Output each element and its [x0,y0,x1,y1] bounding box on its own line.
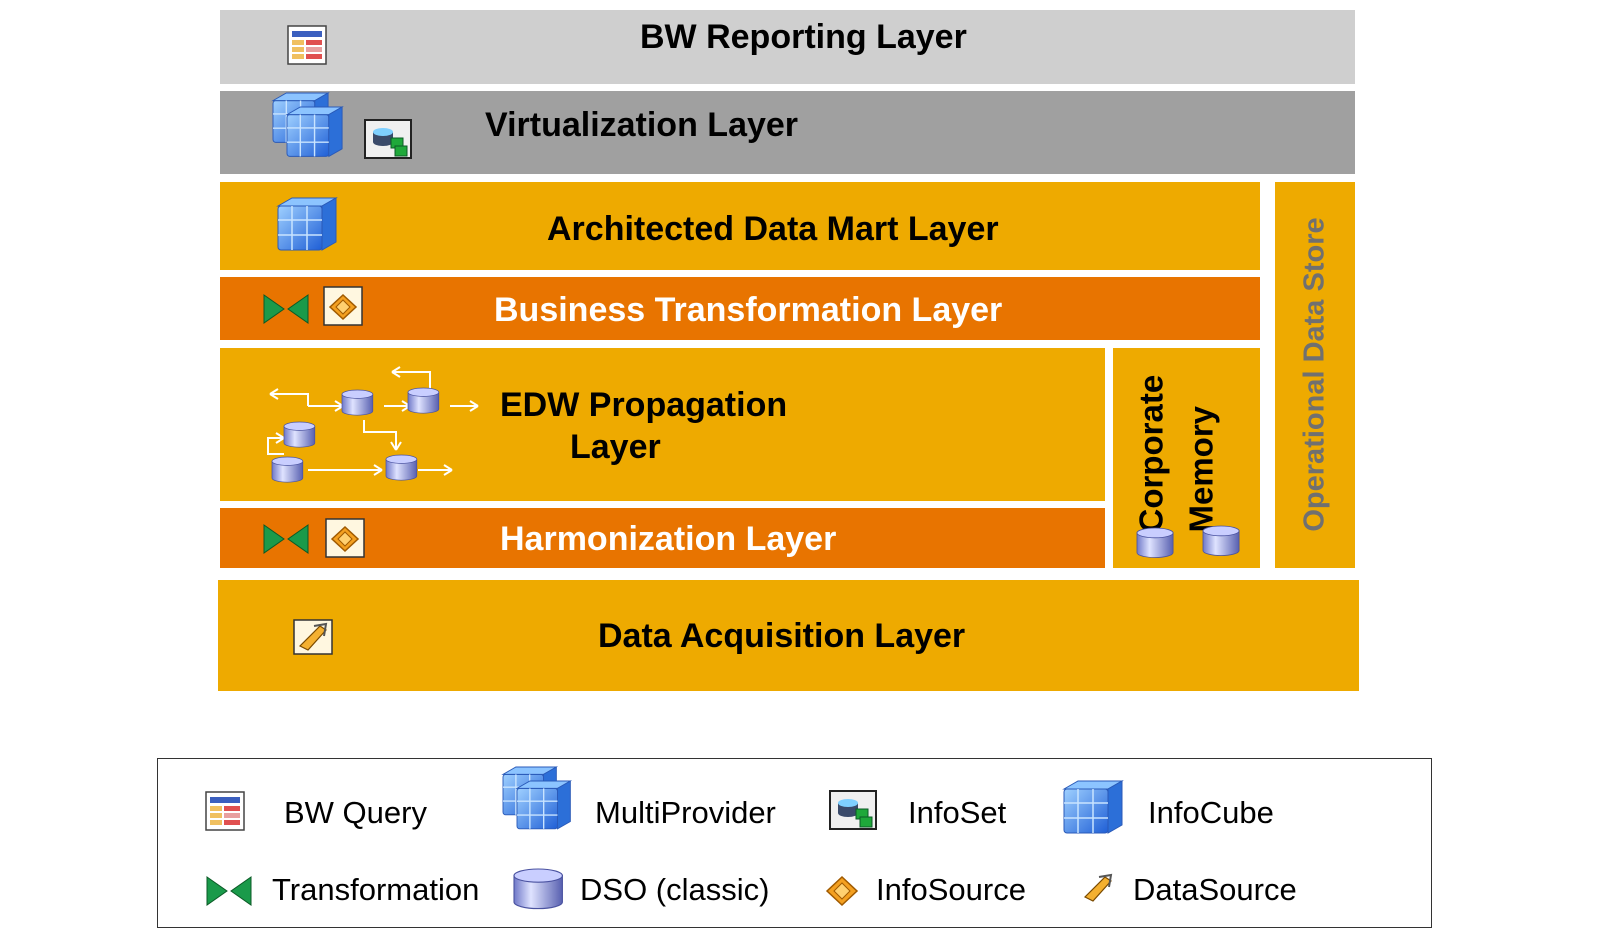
legend-bw-query: BW Query [284,795,427,830]
corporate-memory-title-line1: Corporate [1132,374,1170,533]
architected-layer-title: Architected Data Mart Layer [547,210,999,248]
infoset-icon [364,119,412,159]
corporate-memory-title-line2: Memory [1182,405,1220,533]
datasource-icon [1083,873,1113,902]
harmonization-layer: Harmonization Layer [220,508,1105,568]
dataflow-icon [267,366,479,483]
datasource-icon [293,619,333,655]
legend-infocube: InfoCube [1148,795,1274,830]
business-layer-title: Business Transformation Layer [494,291,1003,329]
legend-datasource: DataSource [1133,872,1297,907]
reporting-layer-title: BW Reporting Layer [640,18,967,56]
legend-transformation: Transformation [272,872,480,907]
corporate-memory-box: Corporate Memory [1113,348,1260,568]
architected-data-mart-layer: Architected Data Mart Layer [220,182,1260,270]
data-acquisition-layer: Data Acquisition Layer [218,580,1359,691]
transformation-icon [206,876,252,906]
legend-box: BW Query MultiProvider InfoSet InfoCube … [157,758,1432,928]
ods-title: Operational Data Store [1298,217,1331,532]
infosource-icon [325,518,365,558]
acquisition-layer-title: Data Acquisition Layer [598,617,966,655]
legend-multiprovider: MultiProvider [595,795,776,830]
edw-layer-title-line2: Layer [570,428,661,466]
dso-icon [1136,527,1174,558]
legend-dso: DSO (classic) [580,872,770,907]
query-icon [205,791,245,831]
harmonization-layer-title: Harmonization Layer [500,520,837,558]
query-icon [287,25,327,65]
infosource-icon [323,286,363,326]
legend-infosource: InfoSource [876,872,1026,907]
multiprovider-icon [272,92,343,158]
infocube-icon [277,197,337,251]
infosource-icon [825,875,859,907]
virtualization-layer: Virtualization Layer [220,91,1355,174]
edw-layer-title-line1: EDW Propagation [500,386,788,424]
virtualization-layer-title: Virtualization Layer [485,106,799,144]
multiprovider-icon [502,766,572,830]
infoset-icon [829,790,877,830]
business-transformation-layer: Business Transformation Layer [220,277,1260,340]
dso-icon [513,868,563,910]
edw-propagation-layer: EDW Propagation Layer [220,348,1105,501]
transformation-icon [263,524,309,554]
dso-icon [1202,525,1240,556]
transformation-icon [263,294,309,324]
infocube-icon [1063,780,1123,834]
reporting-layer: BW Reporting Layer [220,10,1355,84]
operational-data-store-box: Operational Data Store [1275,182,1355,568]
legend-infoset: InfoSet [908,795,1007,830]
